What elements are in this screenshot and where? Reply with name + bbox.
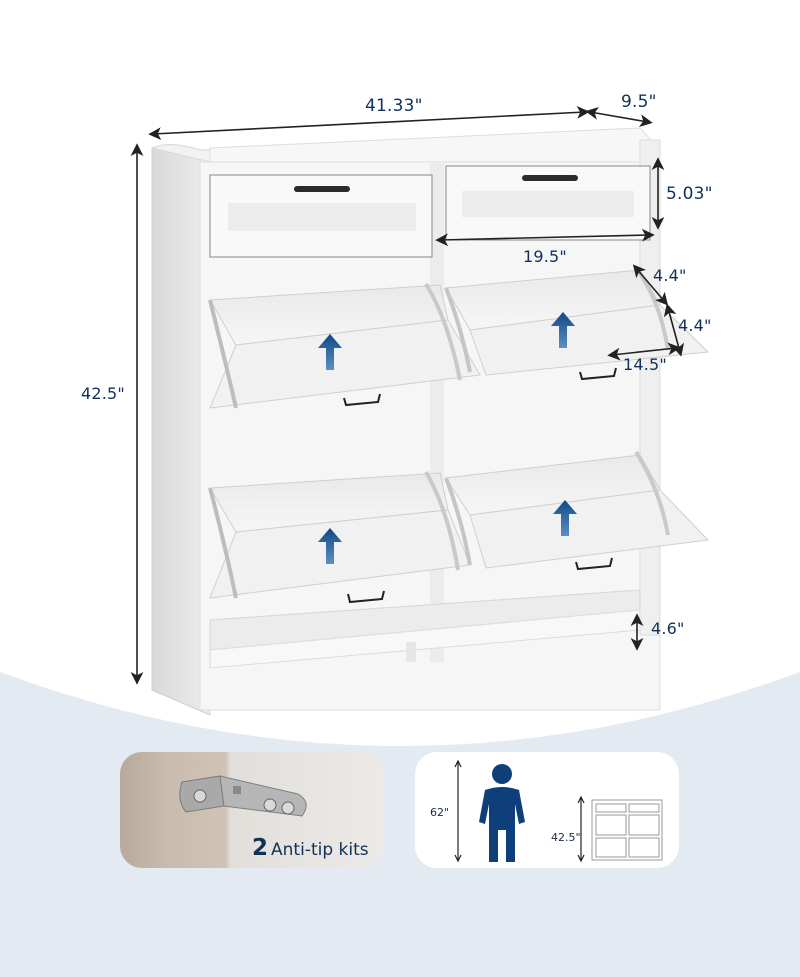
anti-tip-text: Anti-tip kits	[271, 840, 369, 860]
height-dimension-label: 42.5"	[81, 384, 125, 403]
cabinet-thumbnail-icon	[591, 799, 663, 861]
person-height-label: 62"	[430, 806, 450, 819]
cabinet-height-label: 42.5"	[551, 831, 581, 844]
cabinet-illustration	[130, 106, 710, 716]
lift-arrow-icons	[318, 312, 577, 564]
drawer-left	[209, 174, 433, 258]
drawer-right	[445, 165, 651, 241]
depth-dimension-label: 9.5"	[621, 92, 657, 112]
bottom-clearance-label: 4.6"	[651, 619, 685, 638]
flip-length-label: 14.5"	[623, 355, 667, 374]
drawer-height-label: 5.03"	[666, 184, 713, 204]
flip-left-lower	[208, 470, 471, 604]
person-silhouette-icon	[479, 764, 525, 862]
width-dimension-label: 41.33"	[365, 96, 423, 116]
anti-tip-bracket-icon	[179, 775, 307, 817]
flip-depth-a-label: 4.4"	[653, 266, 687, 285]
flip-right-lower	[444, 450, 710, 571]
size-comparison-card: 62" 42.5"	[415, 752, 679, 868]
anti-tip-count: 2	[252, 835, 269, 861]
flip-depth-b-label: 4.4"	[678, 316, 712, 335]
compartment-width-label: 19.5"	[523, 247, 567, 266]
flip-left-upper	[208, 282, 481, 409]
